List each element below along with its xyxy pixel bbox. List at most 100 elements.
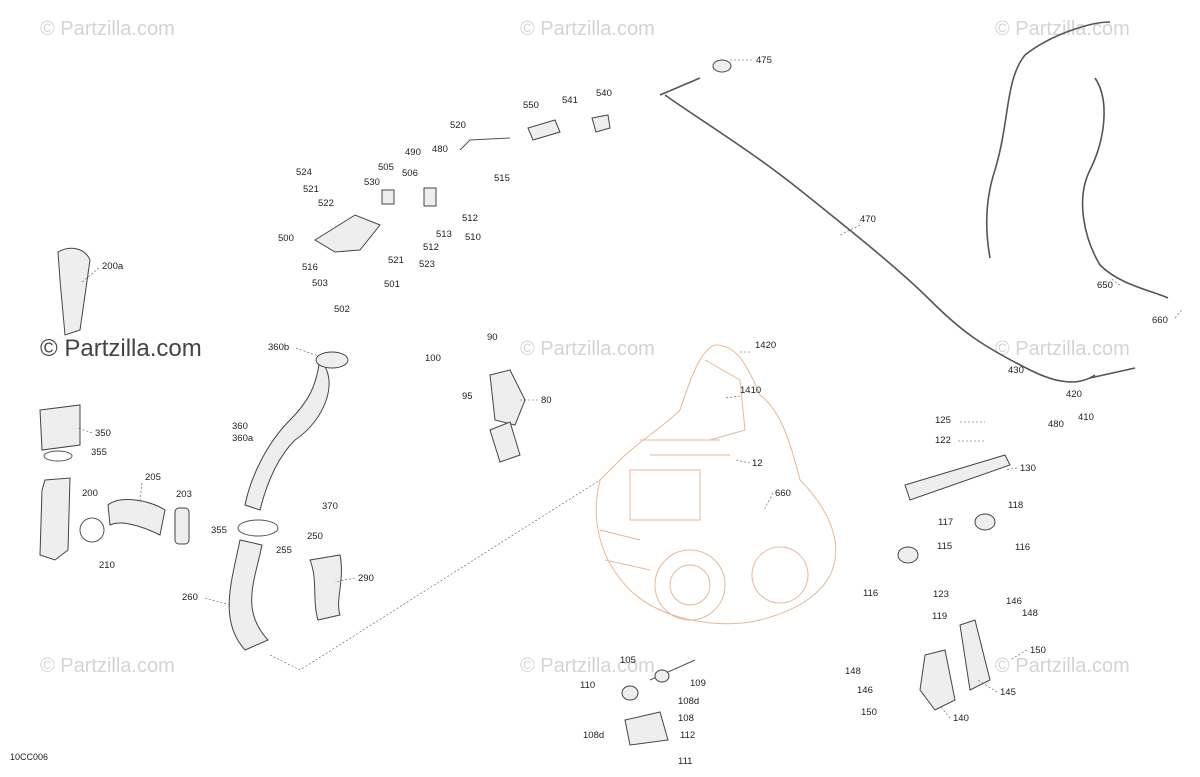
callout-510: 510	[465, 232, 481, 243]
pedal-bracket	[314, 114, 611, 253]
callout-12: 12	[752, 458, 763, 469]
callout-130: 130	[1020, 463, 1036, 474]
callout-115: 115	[937, 541, 952, 552]
callout-117: 117	[938, 517, 953, 528]
callout-541: 541	[562, 95, 578, 106]
callout-250: 250	[307, 531, 323, 542]
watermark: © Partzilla.com	[40, 18, 175, 40]
watermark: © Partzilla.com	[520, 338, 655, 360]
callout-260: 260	[182, 592, 198, 603]
callout-200: 200	[82, 488, 98, 499]
callout-521: 521	[388, 255, 404, 266]
callout-502: 502	[334, 304, 350, 315]
callout-360a: 360a	[232, 433, 254, 444]
callout-521: 521	[303, 184, 319, 195]
callout-355: 355	[91, 447, 107, 458]
callout-512: 512	[423, 242, 439, 253]
callout-500: 500	[278, 233, 294, 244]
callout-520: 520	[450, 120, 466, 131]
callout-255: 255	[276, 545, 292, 556]
watermark: © Partzilla.com	[995, 338, 1130, 360]
leader-lines	[77, 59, 1183, 719]
callout-355: 355	[211, 525, 227, 536]
lower-mount	[621, 659, 696, 746]
callout-550: 550	[523, 100, 539, 111]
callout-119: 119	[932, 611, 947, 622]
callout-146: 146	[1006, 596, 1022, 607]
callout-524: 524	[296, 167, 312, 178]
accelerator-pedal	[489, 369, 526, 463]
cable-650	[1081, 77, 1169, 299]
callout-360b: 360b	[268, 342, 289, 353]
watermark: © Partzilla.com	[520, 18, 655, 40]
callout-116: 116	[863, 588, 878, 599]
callout-430: 430	[1008, 365, 1024, 376]
callout-205: 205	[145, 472, 161, 483]
callout-523: 523	[419, 259, 435, 270]
callout-480: 480	[432, 144, 448, 155]
callout-370: 370	[322, 501, 338, 512]
callout-210: 210	[99, 560, 115, 571]
callout-146: 146	[857, 685, 873, 696]
connector-line	[269, 479, 601, 671]
callout-503: 503	[312, 278, 328, 289]
callout-90: 90	[487, 332, 498, 343]
callout-540: 540	[596, 88, 612, 99]
callout-475: 475	[756, 55, 772, 66]
callout-122: 122	[935, 435, 951, 446]
callout-116: 116	[1015, 542, 1030, 553]
callout-108d: 108d	[678, 696, 699, 707]
callout-410: 410	[1078, 412, 1094, 423]
intake-hoses	[39, 247, 349, 651]
diagram-code: 10CC006	[10, 752, 49, 762]
callout-660: 660	[1152, 315, 1168, 326]
grommet	[712, 59, 732, 73]
callout-105: 105	[620, 655, 636, 666]
callout-522: 522	[318, 198, 334, 209]
engine-mounts	[897, 454, 1011, 711]
callout-650: 650	[1097, 280, 1113, 291]
callout-506: 506	[402, 168, 418, 179]
callout-515: 515	[494, 173, 510, 184]
callout-109: 109	[690, 678, 706, 689]
cable-end	[659, 77, 701, 96]
callout-512: 512	[462, 213, 478, 224]
callout-100: 100	[425, 353, 441, 364]
callout-108: 108	[678, 713, 694, 724]
callout-1420: 1420	[755, 340, 776, 351]
engine-drawing	[595, 344, 837, 625]
callout-148: 148	[1022, 608, 1038, 619]
callout-530: 530	[364, 177, 380, 188]
callout-150: 150	[1030, 645, 1046, 656]
callout-125: 125	[935, 415, 951, 426]
callout-95: 95	[462, 391, 473, 402]
callout-145: 145	[1000, 687, 1016, 698]
callout-660: 660	[775, 488, 791, 499]
callout-505: 505	[378, 162, 394, 173]
callout-420: 420	[1066, 389, 1082, 400]
callout-200a: 200a	[102, 261, 124, 272]
callout-110: 110	[580, 680, 595, 691]
callout-513: 513	[436, 229, 452, 240]
cable-end	[1089, 367, 1136, 379]
callout-490: 490	[405, 147, 421, 158]
callout-118: 118	[1008, 500, 1023, 511]
callout-111: 111	[678, 756, 692, 767]
watermark: © Partzilla.com	[520, 655, 655, 677]
callout-203: 203	[176, 489, 192, 500]
callout-470: 470	[860, 214, 876, 225]
callout-480: 480	[1048, 419, 1064, 430]
callouts: 475 470 650 660 541 540 550 520 490 480 …	[82, 55, 1168, 767]
callout-350: 350	[95, 428, 111, 439]
callout-290: 290	[358, 573, 374, 584]
callout-148: 148	[845, 666, 861, 677]
watermark: © Partzilla.com	[40, 655, 175, 677]
callout-80: 80	[541, 395, 552, 406]
cable-650	[985, 21, 1111, 259]
callout-360: 360	[232, 421, 248, 432]
callout-516: 516	[302, 262, 318, 273]
callout-150: 150	[861, 707, 877, 718]
watermark: © Partzilla.com	[40, 335, 202, 362]
throttle-cable	[664, 94, 1096, 383]
